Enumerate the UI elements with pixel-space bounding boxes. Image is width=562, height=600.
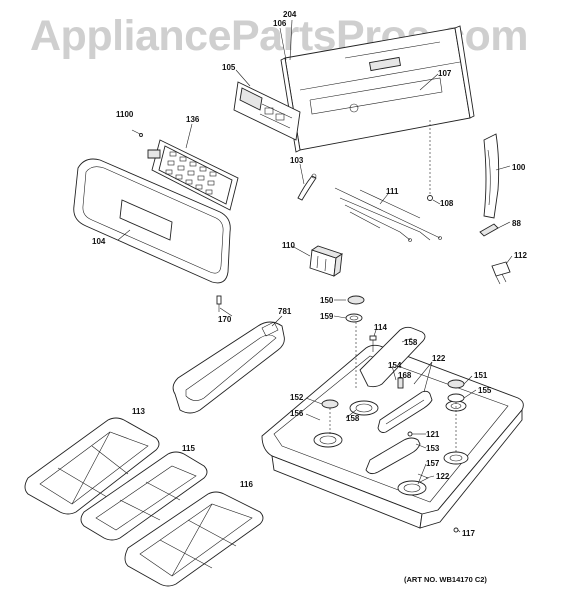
part-155-burner-head[interactable] — [447, 393, 465, 403]
callout-110: 110 — [282, 241, 295, 250]
callout-114: 114 — [374, 323, 387, 332]
callout-100: 100 — [512, 163, 526, 172]
callout-leaders — [117, 19, 513, 533]
part-781-griddle[interactable] — [172, 321, 285, 414]
art-number: (ART NO. WB14170 C2) — [404, 575, 487, 584]
part-115-grate-center[interactable] — [80, 451, 208, 541]
callout-106: 106 — [273, 19, 287, 28]
callout-1100: 1100 — [116, 110, 134, 119]
callout-158-top: 158 — [404, 338, 418, 347]
burner-left-rear[interactable] — [349, 400, 379, 416]
part-159-burner-head[interactable] — [345, 313, 363, 323]
callout-111: 111 — [386, 187, 399, 196]
part-103-wire-strap[interactable] — [297, 173, 317, 201]
part-136-keypad[interactable] — [147, 139, 239, 211]
part-114-clip[interactable] — [369, 335, 377, 352]
part-156-burner-left-front[interactable] — [313, 432, 343, 448]
callout-158-bottom: 158 — [346, 414, 360, 423]
callout-136: 136 — [186, 115, 200, 124]
part-153-burner-center-front[interactable] — [365, 437, 421, 475]
callout-159: 159 — [320, 312, 334, 321]
part-104-control-panel[interactable] — [73, 158, 231, 284]
callout-108: 108 — [440, 199, 454, 208]
callout-116: 116 — [240, 480, 253, 489]
callout-117: 117 — [462, 529, 475, 538]
part-116-grate-right[interactable] — [124, 491, 264, 587]
callout-103: 103 — [290, 156, 304, 165]
callout-150: 150 — [320, 296, 334, 305]
part-152-burner-cap[interactable] — [321, 399, 339, 409]
part-154-center-burner[interactable] — [377, 390, 433, 433]
part-113-grate-left[interactable] — [24, 417, 160, 515]
callout-153: 153 — [426, 444, 440, 453]
callout-121: 121 — [426, 430, 440, 439]
part-1100-screw[interactable] — [131, 129, 143, 137]
callout-152: 152 — [290, 393, 304, 402]
part-105-control-board[interactable] — [233, 81, 301, 141]
callout-157: 157 — [426, 459, 440, 468]
callout-156: 156 — [290, 409, 304, 418]
callout-122-bottom: 122 — [436, 472, 450, 481]
part-110-connector-block[interactable] — [309, 245, 344, 277]
part-157-burner-right-front[interactable] — [397, 480, 427, 496]
callout-151: 151 — [474, 371, 488, 380]
part-111-wiring-harness[interactable] — [334, 187, 442, 242]
part-112-switch[interactable] — [491, 261, 511, 285]
part-100-endcap[interactable] — [483, 133, 500, 219]
part-151-burner-cap[interactable] — [447, 379, 465, 389]
callout-104: 104 — [92, 237, 106, 246]
callout-170: 170 — [218, 315, 232, 324]
part-168-igniter[interactable] — [397, 377, 404, 389]
part-121-screw[interactable] — [407, 431, 413, 437]
part-107-backsplash-panel[interactable] — [280, 25, 475, 153]
part-150-burner-cap[interactable] — [347, 295, 365, 305]
callout-113: 113 — [132, 407, 145, 416]
callout-labels: 204 106 107 105 1100 136 100 103 111 108… — [92, 10, 527, 584]
part-158-center-grate-plate[interactable] — [359, 326, 426, 388]
burner-right-mid[interactable] — [443, 451, 469, 465]
part-108-screw[interactable] — [427, 120, 433, 201]
part-117-screw[interactable] — [453, 527, 459, 533]
part-170-screw[interactable] — [216, 295, 222, 312]
callout-107: 107 — [438, 69, 452, 78]
callout-112: 112 — [514, 251, 527, 260]
callout-88: 88 — [512, 219, 521, 228]
callout-105: 105 — [222, 63, 236, 72]
callout-155: 155 — [478, 386, 492, 395]
callout-115: 115 — [182, 444, 195, 453]
callout-204: 204 — [283, 10, 297, 19]
callout-154: 154 — [388, 361, 402, 370]
callout-781: 781 — [278, 307, 292, 316]
callout-122-top: 122 — [432, 354, 446, 363]
callout-168: 168 — [398, 371, 412, 380]
part-88-end-cap[interactable] — [479, 223, 499, 237]
